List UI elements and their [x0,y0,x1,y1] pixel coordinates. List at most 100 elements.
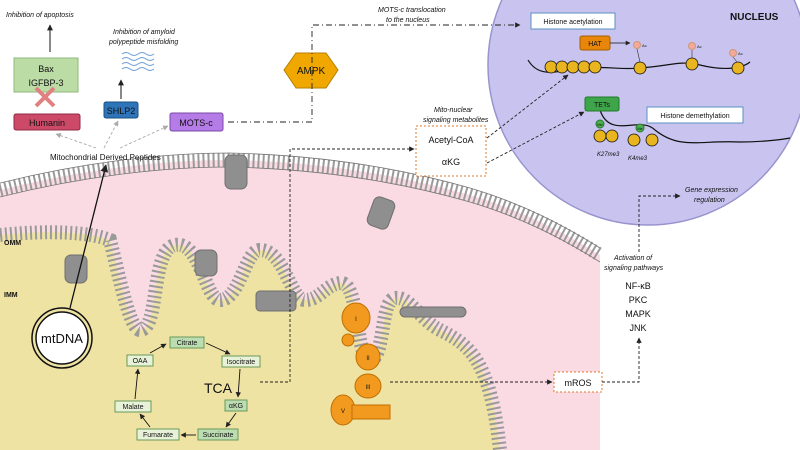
peptide-panel: Inhibition of apoptosis Bax IGFBP-3 Huma… [6,12,339,162]
complex-V-stalk [351,404,391,420]
pathways-to-gene-expression-arrow [638,193,681,252]
pathway-nfkb: NF-κB [625,281,651,291]
akg-box [224,399,248,412]
tca-cycle: TCA Citrate Isocitrate αKG Succinate Fum… [114,336,261,441]
mdp-label: Mitochondrial Derived Peptides [50,153,161,162]
inhibition-apoptosis-label: Inhibition of apoptosis [6,12,74,19]
mtdna: mtDNA [31,307,93,369]
ac-label: Ac [738,51,743,56]
svg-text:AMPK: AMPK [297,66,326,77]
svg-text:OAA: OAA [133,358,148,365]
membrane-protein [64,254,88,284]
oaa-box [126,354,154,367]
imm-label: IMM [4,292,18,299]
humanin-box [13,113,81,131]
activation-label-2: signaling pathways [604,265,664,272]
ac-mark [729,49,737,57]
nucleosome [627,133,641,147]
ac-label: Ac [697,44,702,49]
ac-label: Ac [642,43,647,48]
pathway-pkc: PKC [629,295,648,305]
histone-demethylation-box: Histone demethylation [646,106,744,124]
membrane-protein [194,249,218,277]
me-label: Me [597,122,603,127]
pathway-mapk: MAPK [625,309,651,319]
membrane-protein [255,290,297,312]
ac-mark [633,41,641,49]
me-label: Me [637,126,643,131]
svg-text:mROS: mROS [565,378,592,388]
tca-label: TCA [204,380,233,396]
inhibition-cross [34,86,56,108]
mitochondrion: OMM IMM I II III V mtDNA TCA Citrate [0,152,604,450]
nucleosome [731,61,745,75]
isocitrate-box [221,355,261,368]
fumarate-box [136,428,180,441]
gene-expression-label-2: regulation [694,197,725,204]
nucleosome [685,57,699,71]
svg-text:I: I [355,317,357,323]
complex-I [341,302,371,334]
svg-text:SHLP2: SHLP2 [107,106,136,116]
histone-acetylation-box: Histone acetylation [530,12,616,30]
inner-membrane [0,225,507,450]
svg-text:IGFBP-3: IGFBP-3 [28,78,63,88]
k27me3-label: K27me3 [597,152,620,158]
hat-enzyme: HAT [579,35,631,51]
ac-mark [688,42,696,50]
mito-nuclear-label-2: signaling metabolites [423,117,489,124]
nucleosome [555,60,569,74]
pathways-list: NF-κB PKC MAPK JNK [625,281,651,333]
nucleus-envelope [487,0,800,226]
bax-igfbp3-box [13,57,79,93]
nucleosomes-lower [593,129,659,147]
nucleosome [605,129,619,143]
histone-demethylation-label: Histone demethylation [660,113,729,120]
me-mark [635,123,645,133]
acetyl-marks: Ac Ac Ac [633,41,743,63]
mito-nuclear-label-1: Mito-nuclear [434,107,473,114]
membrane-proteins [64,154,467,318]
metabolites-box [415,125,487,177]
omm-label: OMM [4,240,21,247]
svg-text:Fumarate: Fumarate [143,432,173,439]
motsc-box [169,112,224,132]
amyloid-wave-icon [121,52,155,71]
complex-small [341,333,355,347]
nucleus-title: NUCLEUS [730,12,779,23]
acetylcoa-to-hat-arrow [486,74,569,139]
nucleosome [566,60,580,74]
complex-II [355,343,381,371]
mros-box: mROS [553,371,603,393]
svg-text:Isocitrate: Isocitrate [227,359,256,366]
nucleosome [588,60,602,74]
nucleus: NUCLEUS Ac Ac Ac HAT [487,0,800,226]
akg-to-tets-arrow [486,111,585,164]
tets-label: TETs [594,102,610,109]
svg-text:V: V [341,409,345,415]
histone-acetylation-label: Histone acetylation [543,19,602,26]
mots-translocation-label-1: MOTS-c translocation [378,7,446,14]
etc-complexes: I II III V [330,302,391,426]
citrate-box [169,336,205,349]
pathway-jnk: JNK [629,323,646,333]
mots-translocation-label-2: to the nucleus [386,17,430,24]
ampk-hexagon [283,52,339,89]
membrane-protein [224,154,248,190]
activation-label-1: Activation of [613,255,653,262]
mtdna-label: mtDNA [41,331,83,346]
metabolite-akg: αKG [442,157,460,167]
chromatin-fiber-lower [599,109,791,144]
shlp2-box [103,101,139,119]
metabolites-panel: Mito-nuclear signaling metabolites Acety… [415,107,489,177]
svg-text:Citrate: Citrate [177,340,198,347]
hat-label: HAT [588,41,602,48]
svg-text:II: II [366,356,370,362]
methyl-marks: Me Me [595,119,645,133]
svg-text:Malate: Malate [122,404,143,411]
k4me3-label: K4me3 [628,156,648,162]
membrane-protein [366,196,396,230]
nucleosome [544,60,558,74]
membrane-protein [399,306,467,318]
